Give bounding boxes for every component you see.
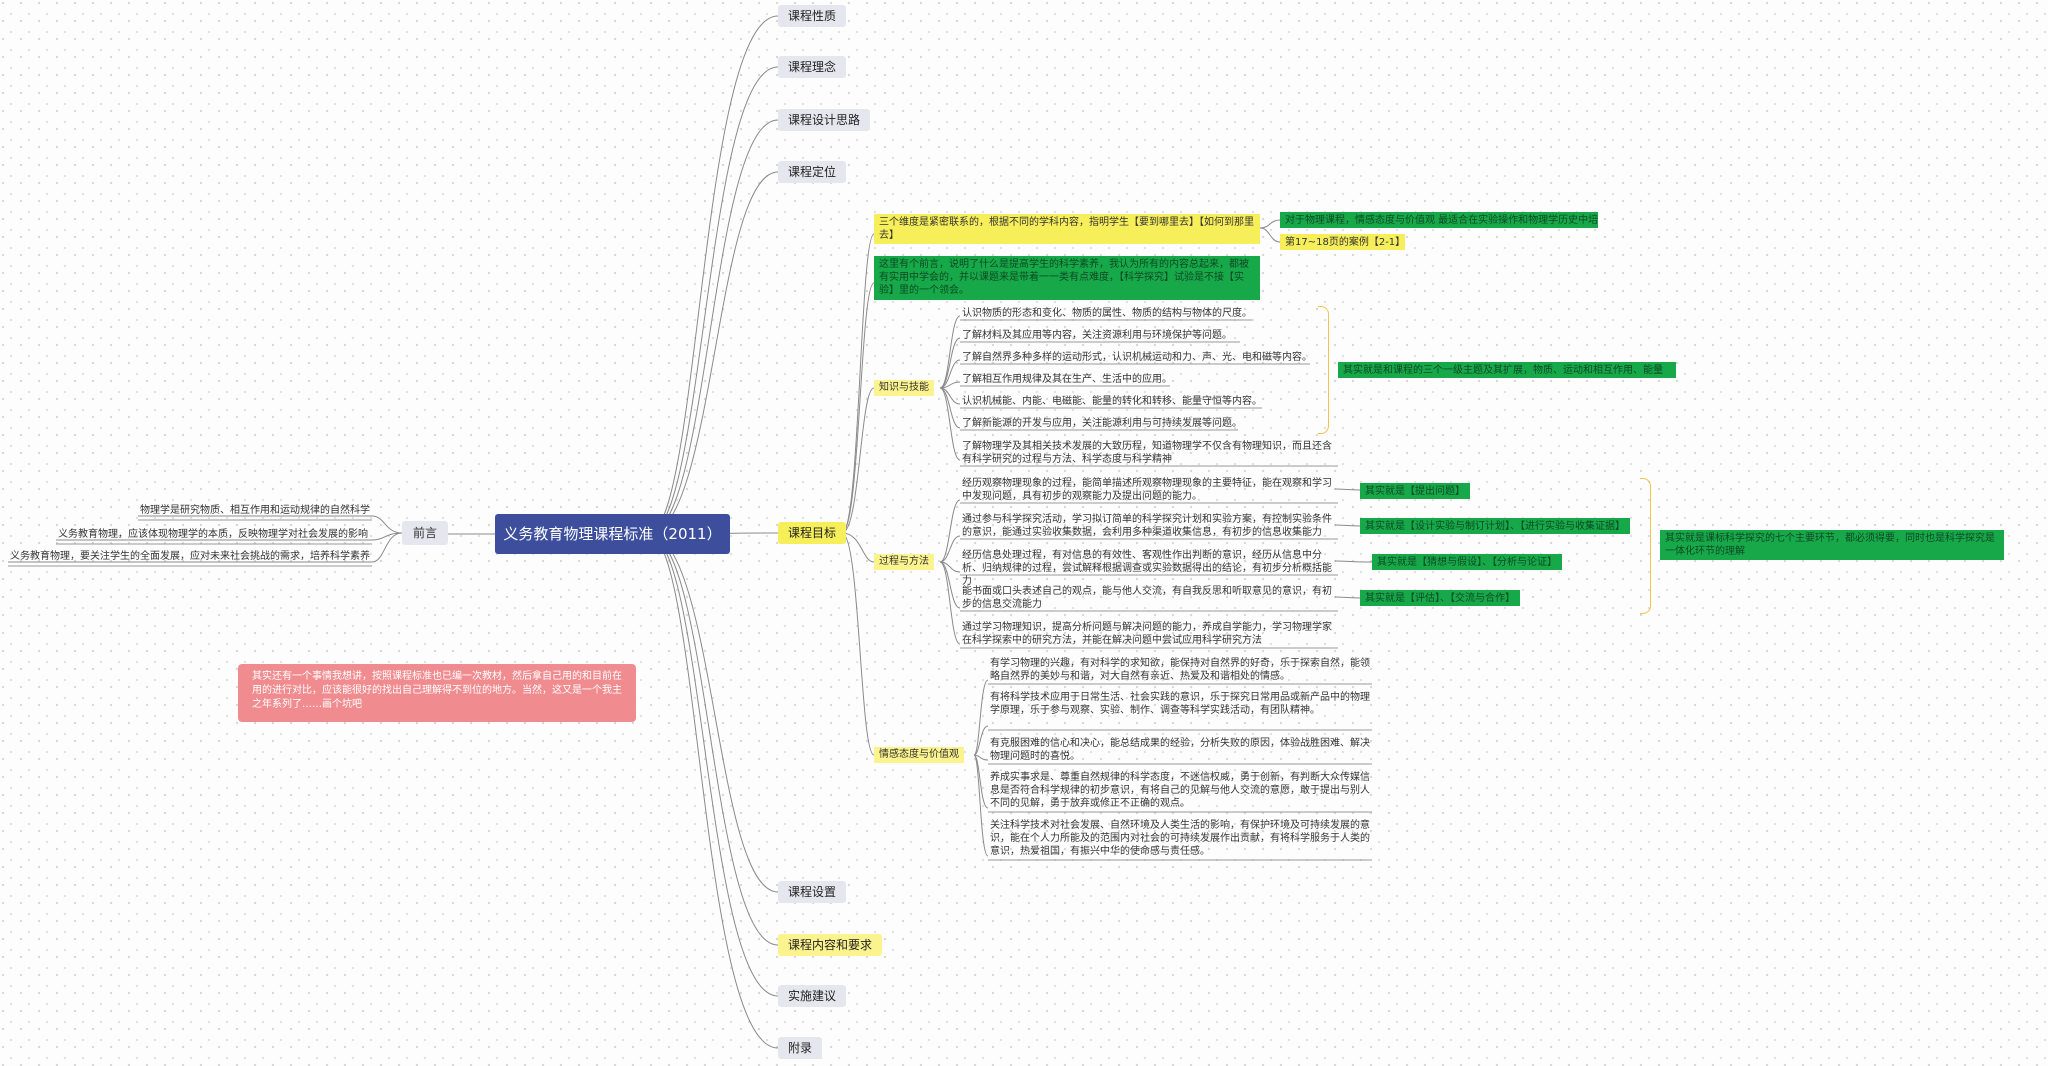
branch-course-concept[interactable]: 课程理念 [778, 56, 847, 78]
branch-course-setting[interactable]: 课程设置 [778, 881, 847, 903]
knowledge-item-2[interactable]: 了解材料及其应用等内容，关注资源利用与环境保护等问题。 [962, 330, 1232, 341]
root-topic[interactable]: 义务教育物理课程标准（2011） [495, 514, 730, 554]
process-item-4[interactable]: 能书面或口头表述自己的观点，能与他人交流，有自我反思和听取意见的意识，有初步的信… [962, 586, 1332, 610]
preface-item-1[interactable]: 物理学是研究物质、相互作用和运动规律的自然科学 [140, 505, 370, 516]
emotion-item-4[interactable]: 养成实事求是、尊重自然规律的科学态度，不迷信权威，勇于创新，有判断大众传媒信息是… [990, 772, 1370, 809]
process-item-1[interactable]: 经历观察物理现象的过程，能简单描述所观察物理现象的主要特征，能在观察和学习中发现… [962, 478, 1332, 502]
branch-implementation[interactable]: 实施建议 [778, 985, 847, 1007]
process-note-evaluation[interactable]: 其实就是【评估】、【交流与合作】 [1360, 590, 1520, 606]
emotion-item-1[interactable]: 有学习物理的兴趣，有对科学的求知欲，能保持对自然界的好奇，乐于探索自然，能领略自… [990, 658, 1370, 682]
knowledge-summary-note[interactable]: 其实就是和课程的三个一级主题及其扩展，物质、运动和相互作用、能量 [1338, 362, 1676, 378]
process-item-5[interactable]: 通过学习物理知识，提高分析问题与解决问题的能力，养成自学能力，学习物理学家在科学… [962, 622, 1332, 646]
knowledge-item-4[interactable]: 了解相互作用规律及其在生产、生活中的应用。 [962, 374, 1172, 385]
goals-intro-note[interactable]: 三个维度是紧密联系的，根据不同的学科内容，指明学生【要到哪里去】【如何到那里去】 [874, 214, 1260, 244]
branch-course-nature[interactable]: 课程性质 [778, 5, 847, 27]
knowledge-bracket [1318, 306, 1329, 434]
intro-note-emotion[interactable]: 对于物理课程，情感态度与价值观 最适合在实验操作和物理学历史中培 [1280, 212, 1598, 228]
branch-course-design[interactable]: 课程设计思路 [778, 109, 871, 131]
process-item-2[interactable]: 通过参与科学探究活动，学习拟订简单的科学探究计划和实验方案，有控制实验条件的意识… [962, 514, 1332, 538]
emotion-item-3[interactable]: 有克服困难的信心和决心，能总结成果的经验，分析失败的原因，体验战胜困难、解决物理… [990, 738, 1370, 762]
knowledge-item-6[interactable]: 了解新能源的开发与应用，关注能源利用与可持续发展等问题。 [962, 418, 1242, 429]
preface-topic[interactable]: 前言 [402, 521, 448, 545]
branch-appendix[interactable]: 附录 [778, 1037, 823, 1059]
preface-item-2[interactable]: 义务教育物理，应该体现物理学的本质，反映物理学对社会发展的影响 [58, 529, 368, 540]
preface-note[interactable]: 其实还有一个事情我想讲，按照课程标准也已编一次教材，然后拿自己用的和目前在用的进… [238, 664, 636, 722]
process-bracket [1640, 478, 1651, 614]
preface-item-3[interactable]: 义务教育物理，要关注学生的全面发展，应对未来社会挑战的需求，培养科学素养 [10, 551, 370, 562]
process-note-hypothesis[interactable]: 其实就是【猜想与假设】、【分析与论证】 [1372, 554, 1562, 570]
knowledge-item-3[interactable]: 了解自然界多种多样的运动形式，认识机械运动和力、声、光、电和磁等内容。 [962, 352, 1312, 363]
branch-course-position[interactable]: 课程定位 [778, 161, 847, 183]
knowledge-item-1[interactable]: 认识物质的形态和变化、物质的属性、物质的结构与物体的尺度。 [962, 308, 1252, 319]
branch-course-content[interactable]: 课程内容和要求 [778, 934, 883, 956]
intro-note-case[interactable]: 第17~18页的案例【2-1】 [1280, 234, 1405, 250]
goal-knowledge-skills[interactable]: 知识与技能 [874, 380, 934, 396]
goal-process-method[interactable]: 过程与方法 [874, 554, 934, 570]
emotion-item-2[interactable]: 有将科学技术应用于日常生活、社会实践的意识，乐于探究日常用品或新产品中的物理学原… [990, 692, 1370, 716]
branch-course-goals[interactable]: 课程目标 [778, 522, 847, 544]
process-summary-note[interactable]: 其实就是课标科学探究的七个主要环节，都必须得要，同时也是科学探究是一体化环节的理… [1660, 530, 2004, 560]
knowledge-item-7[interactable]: 了解物理学及其相关技术发展的大致历程，知道物理学不仅含有物理知识，而且还含有科学… [962, 441, 1332, 465]
process-note-question[interactable]: 其实就是【提出问题】 [1360, 483, 1470, 499]
knowledge-item-5[interactable]: 认识机械能、内能、电磁能、能量的转化和转移、能量守恒等内容。 [962, 396, 1262, 407]
goals-literacy-note[interactable]: 这里有个前言，说明了什么是提高学生的科学素养，我认为所有的内容总起来，都被有实用… [874, 256, 1260, 300]
emotion-item-5[interactable]: 关注科学技术对社会发展、自然环境及人类生活的影响，有保护环境及可持续发展的意识，… [990, 820, 1370, 857]
process-item-3[interactable]: 经历信息处理过程，有对信息的有效性、客观性作出判断的意识，经历从信息中分析、归纳… [962, 550, 1332, 587]
goal-emotion-values[interactable]: 情感态度与价值观 [874, 747, 964, 763]
process-note-design[interactable]: 其实就是【设计实验与制订计划】、【进行实验与收集证据】 [1360, 518, 1630, 534]
